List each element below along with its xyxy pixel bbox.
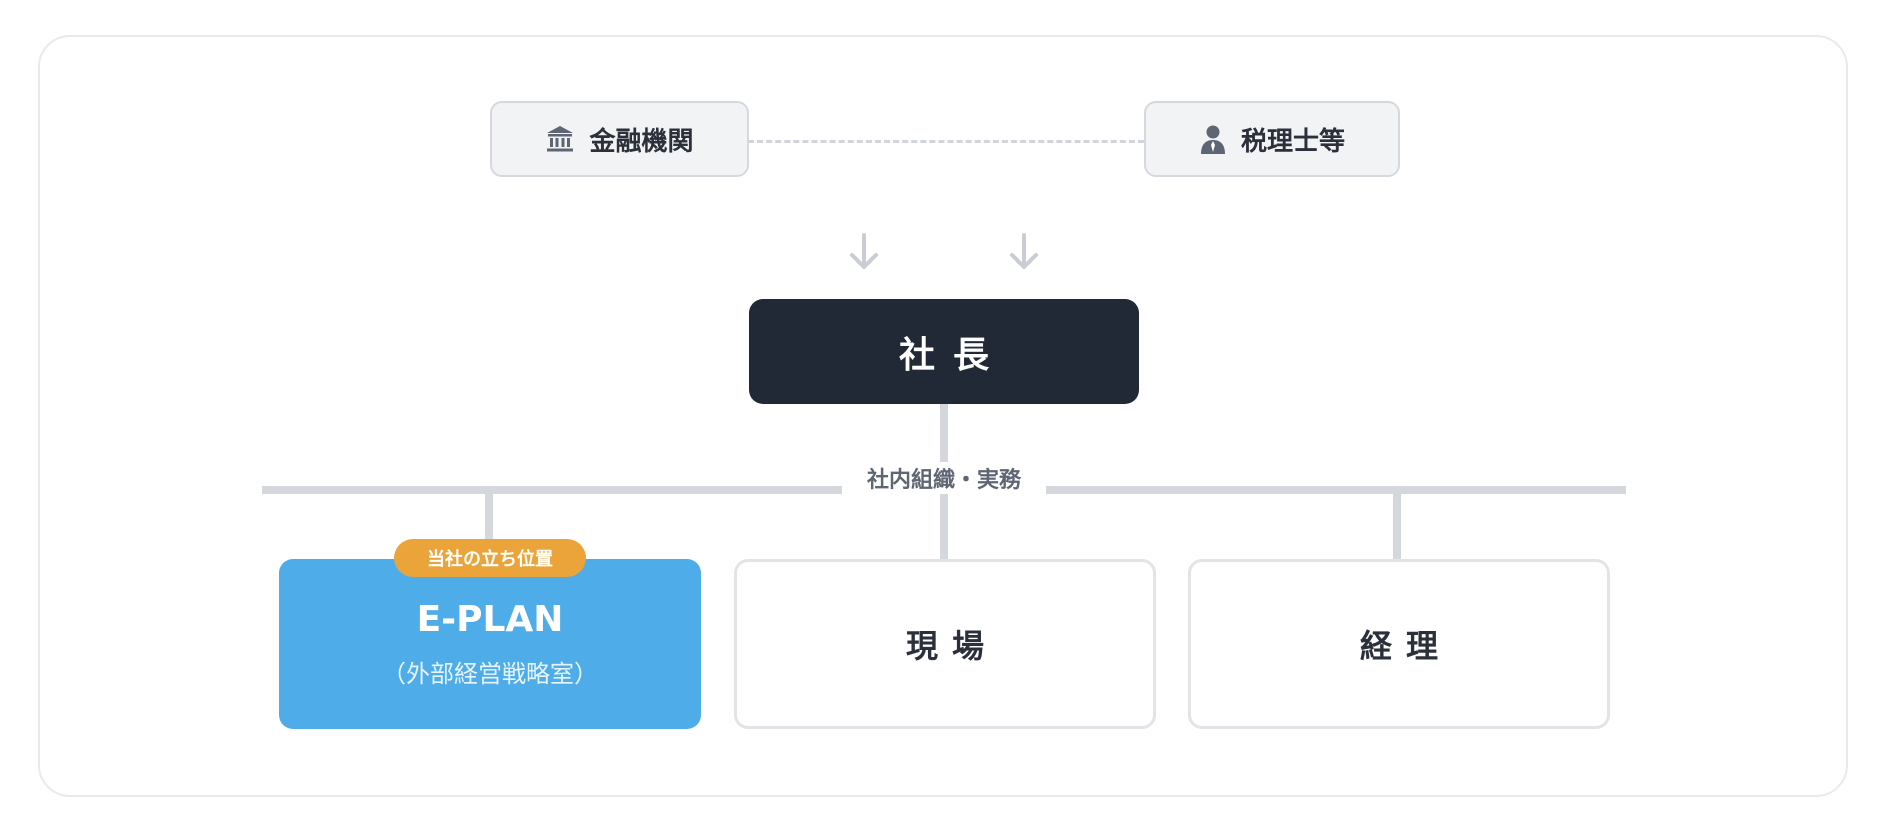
accounting-department-box: 経理: [1188, 559, 1610, 729]
accounting-drop-connector: [1393, 494, 1401, 559]
bank-icon: [545, 124, 575, 154]
financial-institution-box: 金融機関: [490, 101, 749, 177]
accounting-department-label: 経理: [1359, 627, 1452, 665]
tax-accountant-box: 税理士等: [1144, 101, 1400, 177]
ceo-label: 社長: [898, 334, 1007, 376]
eplan-box: E-PLAN （外部経営戦略室）: [279, 559, 701, 729]
org-bus-label: 社内組織・実務: [842, 462, 1046, 494]
ceo-box: 社長: [749, 299, 1139, 404]
eplan-drop-connector: [485, 494, 493, 539]
person-icon: [1199, 124, 1227, 154]
down-arrow-icon: [1010, 233, 1038, 269]
external-dashed-link: [748, 140, 1144, 143]
eplan-subtitle: （外部経営戦略室）: [382, 660, 598, 688]
field-department-label: 現場: [905, 627, 998, 665]
position-badge: 当社の立ち位置: [394, 539, 586, 577]
field-department-box: 現場: [734, 559, 1156, 729]
down-arrow-icon: [850, 233, 878, 269]
eplan-title: E-PLAN: [416, 599, 564, 640]
tax-accountant-label: 税理士等: [1240, 126, 1345, 157]
financial-institution-label: 金融機関: [589, 126, 694, 157]
